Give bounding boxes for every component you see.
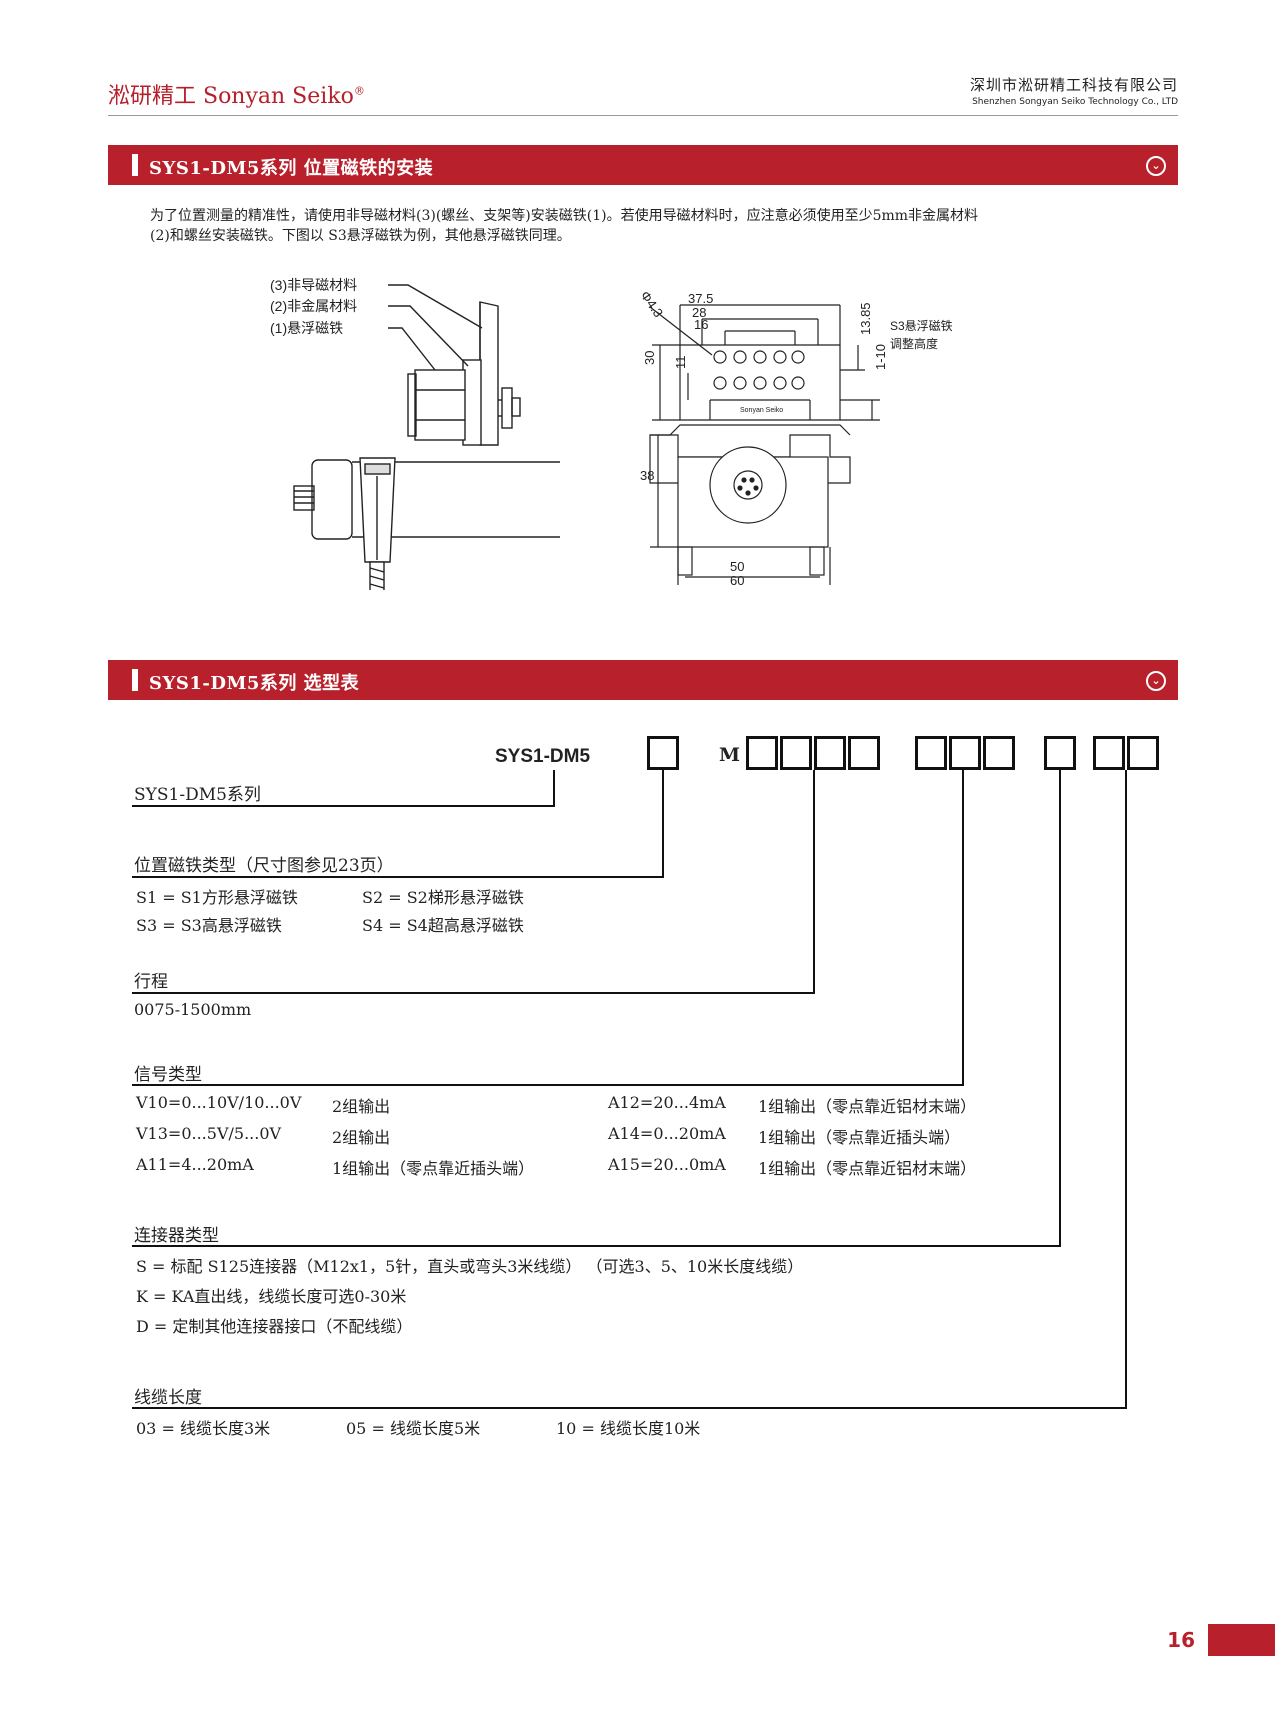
signal-v10-code: V10=0...10V/10...0V [136, 1093, 302, 1112]
signal-a11-desc: 1组输出（零点靠近插头端） [332, 1159, 535, 1178]
dim-13-85: 13.85 [858, 302, 873, 335]
label-floating-magnet: (1)悬浮磁铁 [270, 320, 343, 336]
intro-paragraph: 为了位置测量的精准性，请使用非导磁材料(3)(螺丝、支架等)安装磁铁(1)。若使… [150, 208, 979, 244]
signal-a12-code: A12=20...4mA [608, 1093, 726, 1112]
note-adjust-height: 调整高度 [890, 336, 938, 351]
header-divider [108, 115, 1178, 116]
signal-a12-desc: 1组输出（零点靠近铝材末端） [758, 1097, 977, 1116]
signal-v13-desc: 2组输出 [332, 1128, 391, 1147]
series-label: SYS1-DM5系列 [134, 785, 261, 805]
model-code: SYS1-DM5 [495, 746, 591, 767]
magnet-s3: S3 = S3高悬浮磁铁 [136, 916, 282, 935]
leader-series [553, 770, 555, 807]
bar-marker [132, 154, 138, 176]
rule-connector [132, 1245, 1061, 1247]
dim-38: 38 [640, 468, 654, 483]
rule-cable [132, 1407, 1127, 1409]
bar-marker [132, 669, 138, 691]
company-name-en: Shenzhen Songyan Seiko Technology Co., L… [972, 97, 1178, 107]
signal-a15-code: A15=20...0mA [608, 1155, 726, 1174]
company-name: 深圳市淞研精工科技有限公司 Shenzhen Songyan Seiko Tec… [970, 74, 1178, 107]
connector-k: K = KA直出线，线缆长度可选0-30米 [136, 1287, 407, 1306]
code-box-connector [1044, 736, 1076, 770]
dim-11: 11 [673, 356, 688, 370]
page-number-bar [1208, 1624, 1275, 1656]
cable-05: 05 = 线缆长度5米 [346, 1419, 481, 1438]
magnet-s1: S1 = S1方形悬浮磁铁 [136, 888, 298, 907]
connector-heading: 连接器类型 [134, 1226, 219, 1246]
installation-diagram: (3)非导磁材料 (2)非金属材料 (1)悬浮磁铁 [270, 277, 560, 590]
magnet-s4: S4 = S4超高悬浮磁铁 [362, 916, 524, 935]
rule-series [132, 805, 555, 807]
leader-connector [1059, 770, 1061, 1247]
m-letter: M [719, 744, 741, 766]
code-box-signal-3 [983, 736, 1015, 770]
dim-50: 50 [730, 559, 744, 574]
code-box-stroke-2 [780, 736, 812, 770]
cable-03: 03 = 线缆长度3米 [136, 1419, 271, 1438]
label-nonmagnetic: (3)非导磁材料 [270, 277, 357, 293]
brand-logo-text: 淞研精工 Sonyan Seiko® [108, 84, 365, 109]
leader-signal [962, 770, 964, 1086]
magnet-s2: S2 = S2梯形悬浮磁铁 [362, 888, 524, 907]
dim-37-5: 37.5 [688, 291, 713, 306]
section-title: SYS1-DM5系列 位置磁铁的安装 [149, 158, 434, 179]
code-box-signal-1 [915, 736, 947, 770]
cable-10: 10 = 线缆长度10米 [556, 1419, 701, 1438]
company-name-cn: 深圳市淞研精工科技有限公司 [969, 76, 1178, 94]
note-s3-magnet: S3悬浮磁铁 [890, 318, 953, 333]
dim-diameter: Φ4.3 [640, 288, 666, 320]
dim-28: 28 [692, 305, 706, 320]
rule-stroke [132, 992, 815, 994]
leader-cable [1125, 770, 1127, 1409]
signal-a14-code: A14=0...20mA [608, 1124, 726, 1143]
code-box-stroke-1 [746, 736, 778, 770]
signal-a15-desc: 1组输出（零点靠近铝材末端） [758, 1159, 977, 1178]
section-bar-installation: SYS1-DM5系列 位置磁铁的安装 ⌄ [108, 145, 1178, 185]
rule-magnet [132, 876, 664, 878]
dim-30: 30 [642, 351, 657, 365]
signal-v10-desc: 2组输出 [332, 1097, 391, 1116]
signal-a14-desc: 1组输出（零点靠近插头端） [758, 1128, 961, 1147]
code-box-stroke-3 [814, 736, 846, 770]
dim-16: 16 [694, 317, 708, 332]
collapse-chevron-icon[interactable]: ⌄ [1146, 156, 1166, 176]
cable-heading: 线缆长度 [134, 1388, 202, 1408]
dim-1-10: 1-10 [873, 344, 888, 370]
code-box-cable-1 [1093, 736, 1125, 770]
connector-d: D = 定制其他连接器接口（不配线缆） [136, 1317, 413, 1336]
collapse-chevron-icon[interactable]: ⌄ [1146, 671, 1166, 691]
signal-a11-code: A11=4...20mA [136, 1155, 254, 1174]
section-bar-selection: SYS1-DM5系列 选型表 ⌄ [108, 660, 1178, 700]
section-title: SYS1-DM5系列 选型表 [149, 673, 360, 694]
leader-magnet [662, 770, 664, 878]
label-nonmetal: (2)非金属材料 [270, 298, 357, 314]
connector-s: S = 标配 S125连接器（M12x1，5针，直头或弯头3米线缆） （可选3、… [136, 1257, 804, 1276]
code-box-stroke-4 [848, 736, 880, 770]
signal-v13-code: V13=0...5V/5...0V [136, 1124, 282, 1143]
magnet-heading: 位置磁铁类型（尺寸图参见23页） [134, 856, 394, 876]
page-number: 16 [1167, 1628, 1195, 1652]
code-box-magnet [647, 736, 679, 770]
code-box-signal-2 [949, 736, 981, 770]
dim-60: 60 [730, 573, 744, 585]
dimension-drawing: 37.5 28 16 Φ4.3 13.85 30 11 1-10 38 50 6… [640, 288, 953, 585]
stroke-heading: 行程 [134, 972, 168, 992]
small-brand: Sonyan Seiko [740, 407, 783, 414]
stroke-range: 0075-1500mm [134, 1000, 252, 1019]
rule-signal [132, 1084, 964, 1086]
leader-stroke [813, 770, 815, 994]
code-box-cable-2 [1127, 736, 1159, 770]
signal-heading: 信号类型 [134, 1065, 202, 1085]
